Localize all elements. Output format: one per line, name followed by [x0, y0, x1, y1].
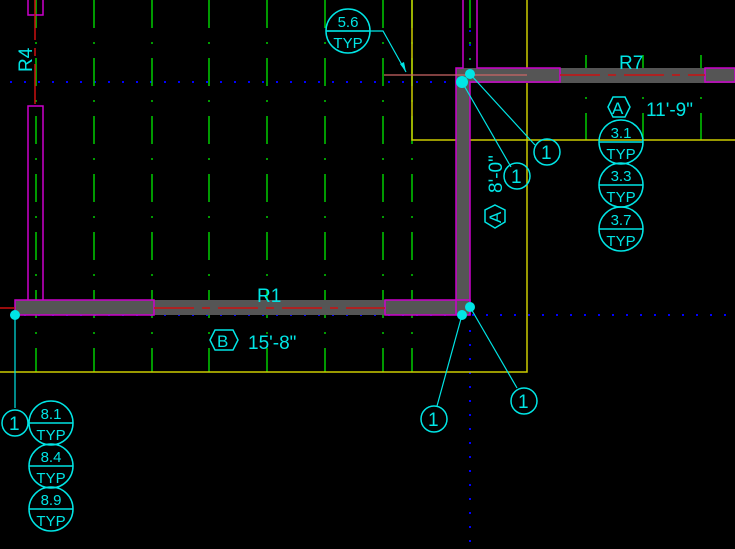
dimension-8-0[interactable]: A 8'-0": [484, 155, 507, 229]
wall-label-r7: R7: [619, 53, 643, 74]
leader-lines: [14, 30, 536, 408]
wall-label-r1: R1: [257, 286, 281, 307]
svg-text:TYP: TYP: [333, 35, 362, 52]
walls[interactable]: [0, 0, 735, 316]
svg-text:3.1: 3.1: [611, 125, 632, 142]
callout-1[interactable]: 1: [510, 387, 538, 415]
svg-text:TYP: TYP: [36, 513, 65, 530]
arrowhead-icon: [400, 62, 406, 72]
svg-text:3.7: 3.7: [611, 212, 632, 229]
callout-1[interactable]: 1: [1, 409, 29, 437]
svg-text:8.4: 8.4: [41, 449, 62, 466]
hexagon-tag-icon: [607, 96, 631, 118]
svg-text:1: 1: [511, 167, 522, 188]
svg-text:1: 1: [518, 392, 529, 413]
detail-bubble-3-7[interactable]: 3.7 TYP: [598, 206, 644, 252]
svg-text:TYP: TYP: [606, 233, 635, 250]
grip-points[interactable]: [10, 69, 475, 320]
svg-text:5.6: 5.6: [338, 14, 359, 31]
detail-bubble-3-3[interactable]: 3.3 TYP: [598, 162, 644, 208]
blue-grid-lines: [10, 30, 735, 549]
wall-vertical-a[interactable]: [456, 68, 470, 315]
dimension-tag: B: [217, 332, 228, 351]
dimension-tag: A: [486, 211, 505, 223]
svg-text:TYP: TYP: [36, 427, 65, 444]
dimension-15-8[interactable]: B 15'-8": [209, 329, 296, 354]
svg-text:TYP: TYP: [36, 470, 65, 487]
svg-text:1: 1: [428, 410, 439, 431]
detail-bubble-8-9[interactable]: 8.9 TYP: [28, 486, 74, 532]
detail-bubble-8-4[interactable]: 8.4 TYP: [28, 443, 74, 489]
dimension-value: 15'-8": [248, 333, 296, 354]
hexagon-tag-icon: [484, 204, 506, 229]
svg-text:3.3: 3.3: [611, 168, 632, 185]
dimension-value: 8'-0": [486, 155, 507, 193]
svg-text:TYP: TYP: [606, 189, 635, 206]
callout-1[interactable]: 1: [420, 405, 448, 433]
detail-bubble-8-1[interactable]: 8.1 TYP: [28, 400, 74, 446]
callout-1[interactable]: 1: [533, 138, 561, 166]
svg-text:8.9: 8.9: [41, 492, 62, 509]
svg-text:1: 1: [541, 143, 552, 164]
callout-1[interactable]: 1: [503, 162, 531, 190]
yellow-boundary: [0, 0, 735, 373]
dimension-value: 11'-9": [646, 100, 693, 121]
dimension-11-9[interactable]: A 11'-9": [607, 96, 693, 121]
svg-text:8.1: 8.1: [41, 406, 62, 423]
detail-bubble-5-6[interactable]: 5.6 TYP: [325, 8, 371, 54]
callout-bubbles[interactable]: 1 1 1 1 1: [1, 138, 561, 437]
detail-bubble-3-1[interactable]: 3.1 TYP: [598, 119, 644, 165]
svg-text:TYP: TYP: [606, 146, 635, 163]
svg-text:1: 1: [9, 414, 20, 435]
green-grid-lines: [35, 0, 702, 372]
hexagon-tag-icon: [209, 329, 239, 351]
dimension-tag: A: [612, 99, 624, 118]
wall-label-r4: R4: [16, 47, 37, 72]
